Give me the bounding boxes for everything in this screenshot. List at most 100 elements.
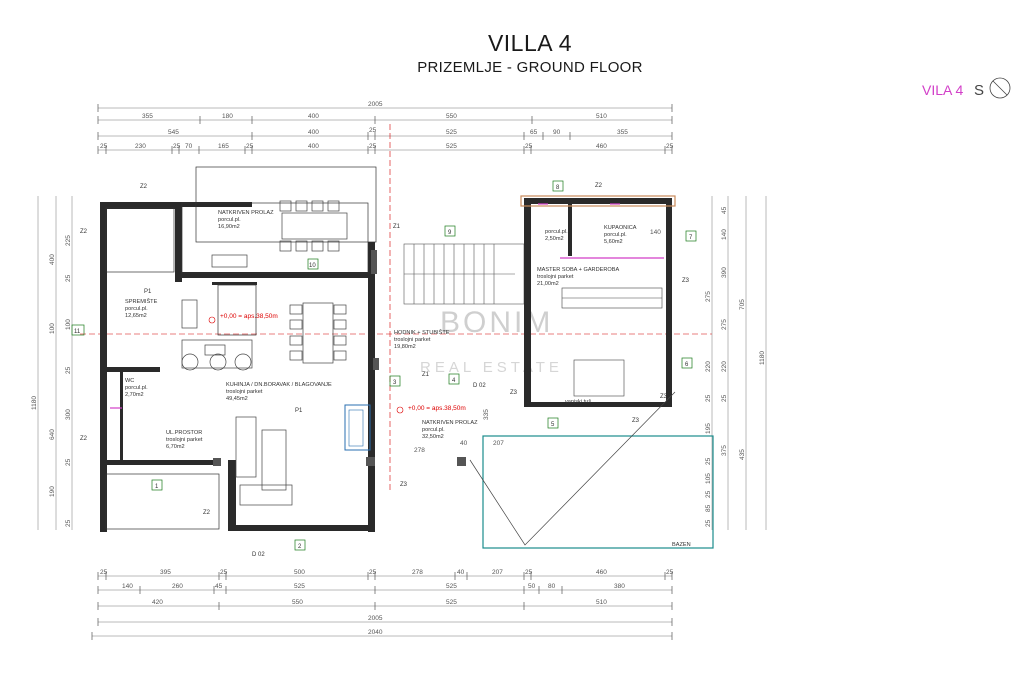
- door-marker-1: 1: [155, 484, 159, 490]
- svg-text:12,65m2: 12,65m2: [125, 313, 147, 319]
- dimension-ticks-top: [97, 104, 673, 154]
- dim-left-c3: 25: [65, 519, 72, 527]
- dim-bottom-r2: 525: [446, 583, 457, 590]
- dim-right-c3: 25: [705, 490, 712, 498]
- door-marker-3: 3: [393, 380, 397, 386]
- pool-outline: [482, 435, 714, 549]
- dim-right-c1: 435: [739, 449, 746, 460]
- dim-right-total: 1180: [759, 351, 766, 365]
- svg-text:HODNIK + STUBIŠTE: HODNIK + STUBIŠTE: [394, 329, 450, 336]
- dim-bottom-r3: 525: [446, 599, 457, 606]
- dim-bottom-r2: 380: [614, 583, 625, 590]
- dim-top-r3: 90: [553, 129, 561, 136]
- dim-bottom-r1: 395: [160, 569, 171, 576]
- dim-top-r3: 355: [617, 129, 628, 136]
- dim-left-c3: 25: [65, 366, 72, 374]
- dim-stair-335: 335: [483, 409, 490, 420]
- svg-text:troslojni parket: troslojni parket: [394, 337, 431, 343]
- orientation-marker: VILA 4 S: [922, 77, 1011, 99]
- svg-text:SPREMIŠTE: SPREMIŠTE: [125, 298, 158, 305]
- door-number-boxes: [71, 180, 697, 551]
- dim-bottom-r1: 40: [457, 569, 465, 576]
- dim-bottom-r1: 207: [492, 569, 503, 576]
- svg-text:Z3: Z3: [400, 482, 408, 488]
- svg-text:D 02: D 02: [473, 383, 486, 389]
- dim-top-r4: 25: [525, 143, 533, 150]
- svg-text:+0,00 = aps.38,50m: +0,00 = aps.38,50m: [408, 405, 466, 412]
- room-bazen: BAZEN: [672, 542, 691, 548]
- svg-text:Z2: Z2: [140, 184, 148, 190]
- kitchen-island: [181, 254, 253, 371]
- svg-text:porcul.pl.: porcul.pl.: [125, 306, 148, 312]
- wall-tags: Z2 Z2 Z2 Z2 P1 P1 Z1 Z1 Z2 Z3 Z3 Z3 Z3 Z…: [80, 183, 690, 558]
- door-marker-9: 9: [448, 230, 452, 236]
- orientation-north-letter: S: [974, 82, 984, 99]
- dim-left-c3: 300: [65, 409, 72, 420]
- outdoor-table: [279, 200, 348, 252]
- svg-text:49,45m2: 49,45m2: [226, 396, 248, 402]
- dim-left-c3: 25: [65, 274, 72, 282]
- dim-left-c3: 25: [65, 458, 72, 466]
- svg-text:porcul.pl.: porcul.pl.: [125, 385, 148, 391]
- dining-table: [289, 302, 347, 364]
- dim-right-c2: 45: [721, 206, 728, 214]
- dim-top-r4: 230: [135, 143, 146, 150]
- svg-text:P1: P1: [295, 408, 303, 414]
- dim-top-r2: 550: [446, 113, 457, 120]
- walls-west-wing: [100, 202, 375, 532]
- svg-text:UL.PROSTOR: UL.PROSTOR: [166, 430, 202, 436]
- svg-text:P1: P1: [144, 289, 152, 295]
- dim-top-total: 2005: [368, 101, 383, 108]
- svg-text:KUPAONICA: KUPAONICA: [604, 225, 637, 231]
- svg-text:Z2: Z2: [203, 510, 211, 516]
- dim-bottom-r2: 80: [548, 583, 556, 590]
- dim-right-c2: 140: [721, 229, 728, 240]
- dim-terrace-278: 278: [414, 447, 425, 454]
- svg-text:porcul.pl.: porcul.pl.: [218, 217, 241, 223]
- svg-text:32,50m2: 32,50m2: [422, 434, 444, 440]
- dim-top-r4: 25: [246, 143, 254, 150]
- dim-bottom-total-outer: 2040: [368, 629, 383, 636]
- dim-right-c2: 275: [721, 319, 728, 330]
- dim-top-r4: 460: [596, 143, 607, 150]
- room-ul-prostor: UL.PROSTOR troslojni parket 6,70m2: [166, 430, 203, 450]
- dim-top-r3: 525: [446, 129, 457, 136]
- svg-text:Z3: Z3: [660, 394, 668, 400]
- dim-right-c1: 705: [739, 299, 746, 310]
- dim-top-r4: 25: [100, 143, 108, 150]
- dim-bottom-r1: 460: [596, 569, 607, 576]
- dim-bottom-r2: 45: [215, 583, 223, 590]
- door-highlights: [110, 203, 664, 409]
- dim-right-c3: 25: [705, 519, 712, 527]
- dim-top-r3: 25: [369, 127, 377, 134]
- level-marker-2: +0,00 = aps.38,50m: [396, 405, 466, 414]
- dim-bottom-r1: 25: [666, 569, 674, 576]
- dim-bottom-r1: 500: [294, 569, 305, 576]
- svg-text:Z2: Z2: [80, 436, 88, 442]
- dim-bottom-r3: 420: [152, 599, 163, 606]
- dim-bottom-r2: 260: [172, 583, 183, 590]
- svg-text:5,60m2: 5,60m2: [604, 239, 623, 245]
- dim-bottom-r2: 50: [528, 583, 536, 590]
- dim-right-c3: 105: [705, 473, 712, 484]
- columns: [213, 250, 466, 466]
- dim-right-c2: 375: [721, 445, 728, 456]
- svg-text:troslojni parket: troslojni parket: [226, 389, 263, 395]
- svg-text:porcul.pl.: porcul.pl.: [604, 232, 627, 238]
- dim-top-r3: 545: [168, 129, 179, 136]
- dim-left-c2: 400: [49, 254, 56, 265]
- dim-top-r2: 355: [142, 113, 153, 120]
- dimension-lines-bottom: [92, 575, 672, 637]
- dim-140: 140: [650, 229, 661, 236]
- svg-text:WC: WC: [125, 378, 134, 384]
- terrace-outline: [469, 391, 676, 546]
- north-arrow-icon: [989, 77, 1011, 99]
- svg-text:Z2: Z2: [80, 229, 88, 235]
- fireplace: [344, 404, 371, 451]
- page-subtitle: PRIZEMLJE - GROUND FLOOR: [417, 59, 643, 76]
- svg-text:16,90m2: 16,90m2: [218, 224, 240, 230]
- dim-left-c2: 100: [49, 323, 56, 334]
- dim-top-r2: 510: [596, 113, 607, 120]
- svg-text:21,00m2: 21,00m2: [537, 281, 559, 287]
- orientation-label: VILA 4: [922, 82, 963, 98]
